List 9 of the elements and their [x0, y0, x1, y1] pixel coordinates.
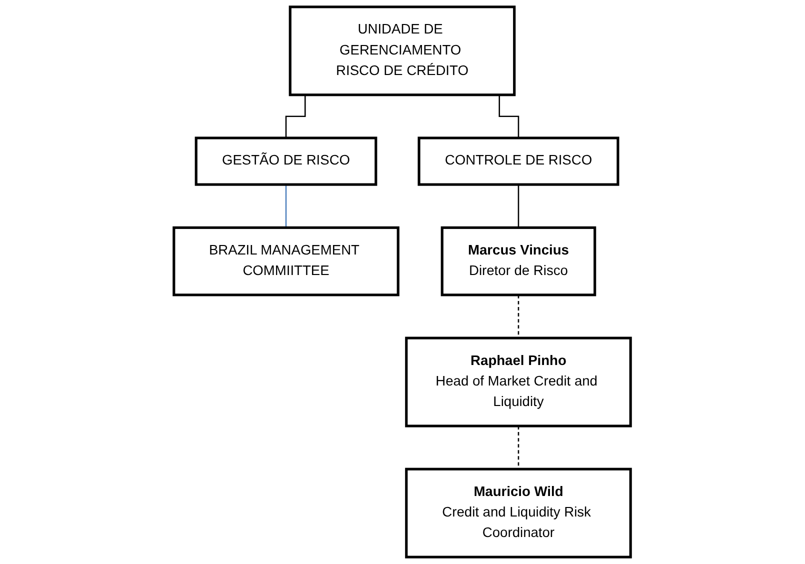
connector: [286, 184, 287, 228]
node-box: Mauricio Wild Credit and Liquidity Risk Coordinator: [405, 468, 632, 558]
connector: [518, 184, 520, 228]
node-box: Marcus Vincius Diretor de Risco: [441, 226, 596, 296]
node-box: Raphael Pinho Head of Market Credit and Liquidity: [405, 336, 632, 428]
node-box: UNIDADE DE GERENCIAMENTO RISCO DE CRÉDITO: [289, 6, 516, 96]
node-box: CONTROLE DE RISCO: [418, 136, 620, 186]
node-box: GESTÃO DE RISCO: [195, 136, 378, 186]
node-box: BRAZIL MANAGEMENT COMMIITTEE: [172, 226, 400, 296]
